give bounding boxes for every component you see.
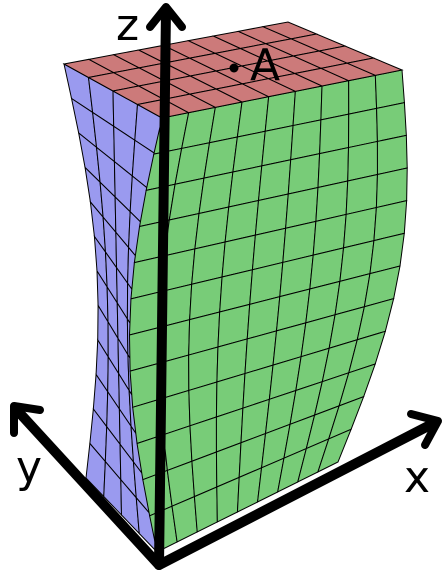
y-axis-arrowhead xyxy=(10,402,44,437)
diagram-labels: z y x A xyxy=(16,0,430,503)
mesh-cell xyxy=(348,107,378,149)
y-axis-label: y xyxy=(16,442,42,493)
deformed-block xyxy=(62,21,408,554)
z-axis-arrowhead xyxy=(146,3,186,31)
z-axis xyxy=(154,4,171,570)
mesh-cell xyxy=(290,119,322,161)
y-axis xyxy=(10,403,164,570)
x-axis-label: x xyxy=(404,452,430,503)
mesh-cell xyxy=(317,428,353,473)
mesh-cell xyxy=(376,102,407,143)
coordinate-axes xyxy=(10,3,442,570)
mesh-cell xyxy=(292,85,323,127)
point-a-marker xyxy=(229,63,239,73)
mesh-cell xyxy=(345,57,404,76)
mesh-cell xyxy=(236,96,270,138)
x-axis xyxy=(154,417,441,570)
mesh-cell xyxy=(319,113,350,155)
mesh-cell xyxy=(374,69,405,109)
x-axis-arrowhead xyxy=(407,410,442,449)
right-face xyxy=(128,69,408,553)
mesh-cell xyxy=(264,90,296,132)
top-face xyxy=(62,21,404,119)
mesh-cell xyxy=(320,80,350,121)
point-a-label: A xyxy=(250,40,280,91)
mesh-cell xyxy=(348,74,378,115)
z-axis-label: z xyxy=(116,0,139,51)
